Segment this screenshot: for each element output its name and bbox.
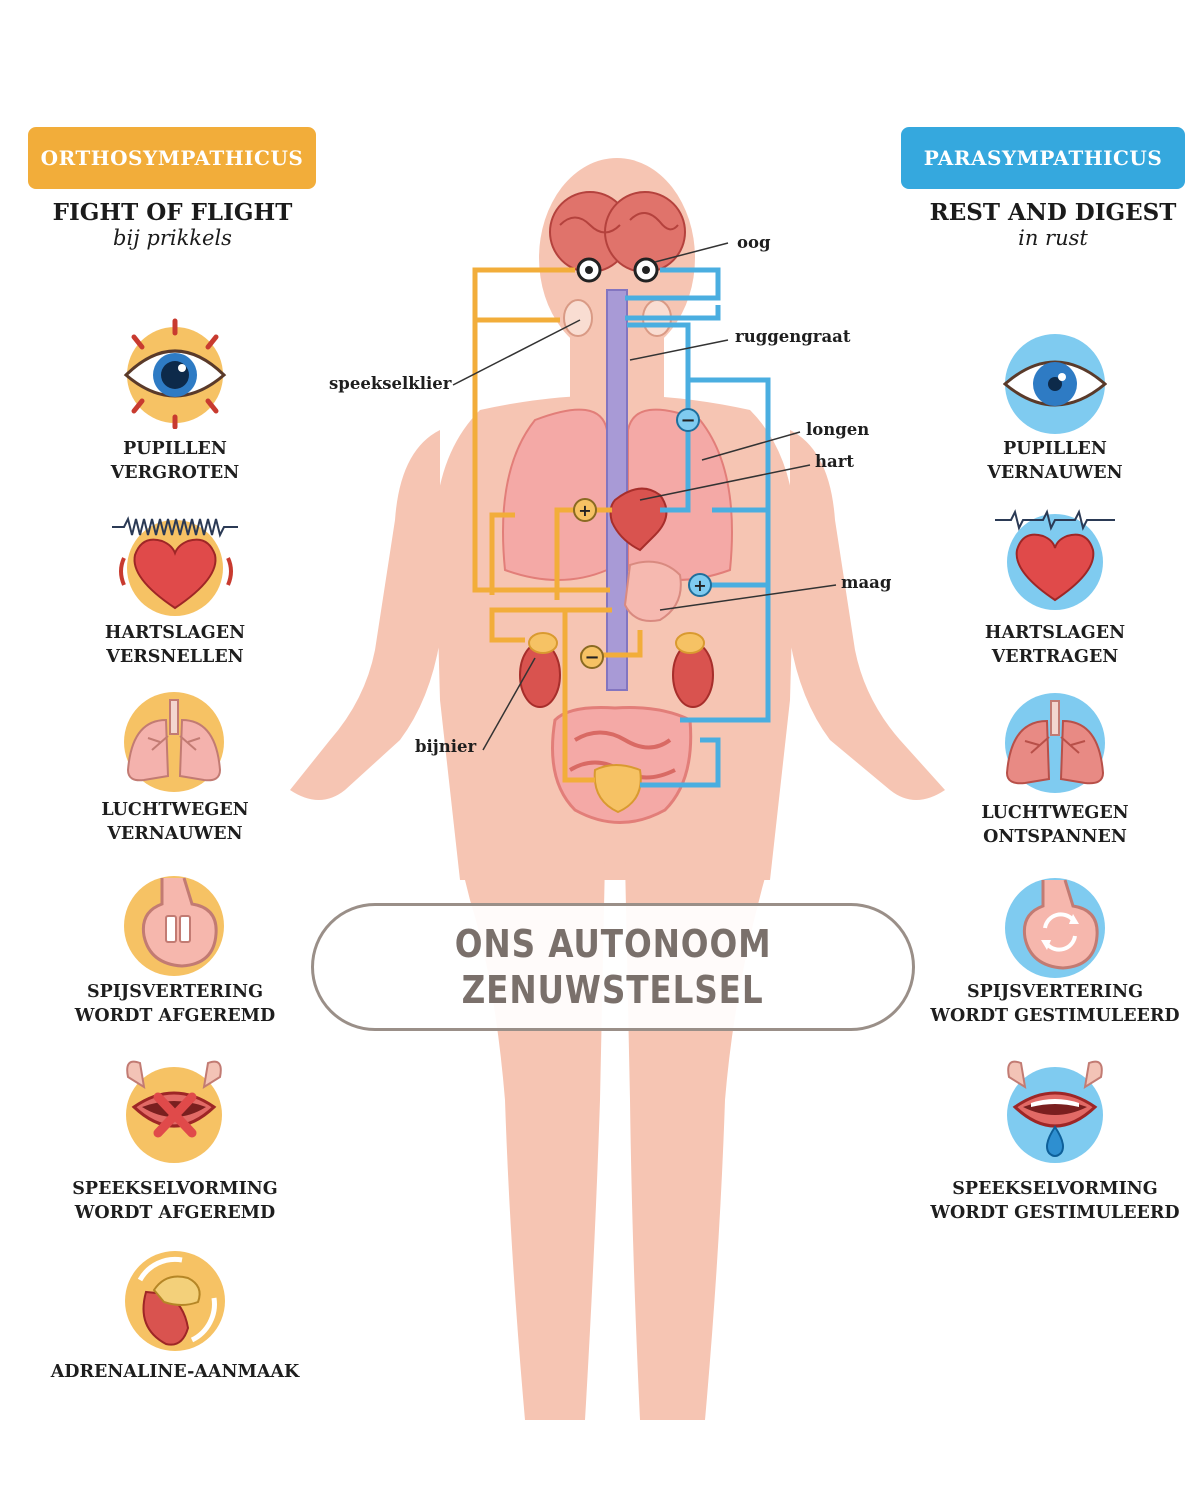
kidneys-and-adrenal-glands xyxy=(519,632,714,708)
title-box: ONS AUTONOOM ZENUWSTELSEL xyxy=(311,903,915,1031)
brain xyxy=(549,191,686,273)
right-heading: REST AND DIGEST xyxy=(929,199,1177,226)
stomach-paused-icon xyxy=(124,876,224,976)
annotation-eye: oog xyxy=(737,233,771,252)
left-item-label-3: LUCHTWEGEN VERNAUWEN xyxy=(101,800,249,844)
svg-text:+: + xyxy=(578,501,591,520)
left-item-label-1: PUPILLEN VERGROTEN xyxy=(110,439,240,483)
svg-text:+: + xyxy=(693,576,706,595)
bladder xyxy=(593,764,642,814)
right-item-label-3: LUCHTWEGEN ONTSPANNEN xyxy=(981,803,1129,847)
sympathetic-pathways xyxy=(472,267,643,783)
heart xyxy=(609,487,668,552)
annotation-salivary-gland: speekselklier xyxy=(329,374,452,393)
right-heading-block: REST AND DIGEST in rust xyxy=(903,199,1200,251)
annotation-spine: ruggengraat xyxy=(735,327,851,346)
right-subheading: in rust xyxy=(1018,226,1088,250)
title-line-2: ZENUWSTELSEL xyxy=(462,968,764,1012)
left-heading: FIGHT OF FLIGHT xyxy=(52,199,293,226)
left-item-label-2: HARTSLAGEN VERSNELLEN xyxy=(104,623,246,667)
annotation-heart: hart xyxy=(815,452,855,471)
right-item-label-5: SPEEKSELVORMING WORDT GESTIMULEERD xyxy=(930,1179,1180,1223)
fast-heartbeat-icon xyxy=(112,516,238,616)
svg-text:−: − xyxy=(584,647,599,668)
mouth-no-saliva-icon xyxy=(126,1060,222,1163)
lungs-icon xyxy=(124,692,224,792)
annotation-adrenal: bijnier xyxy=(415,737,477,756)
stomach xyxy=(623,560,682,622)
left-item-label-6: ADRENALINE-AANMAAK xyxy=(50,1362,300,1382)
dilated-eye-icon xyxy=(123,318,227,429)
lungs-icon xyxy=(1005,693,1105,793)
stomach-active-icon xyxy=(1005,878,1105,978)
left-subheading: bij prikkels xyxy=(113,226,232,250)
right-item-label-1: PUPILLEN VERNAUWEN xyxy=(987,439,1123,483)
left-item-label-4: SPIJSVERTERING WORDT AFGEREMD xyxy=(74,982,276,1026)
left-heading-block: FIGHT OF FLIGHT bij prikkels xyxy=(20,199,325,251)
eyes xyxy=(576,257,659,283)
right-item-label-4: SPIJSVERTERING WORDT GESTIMULEERD xyxy=(930,982,1180,1026)
annotation-leader-lines xyxy=(452,242,837,751)
right-item-label-2: HARTSLAGEN VERTRAGEN xyxy=(984,623,1126,667)
annotation-lungs: longen xyxy=(806,420,870,439)
constricted-eye-icon xyxy=(1003,334,1107,434)
orthosympathicus-badge: ORTHOSYMPATHICUS xyxy=(28,127,316,189)
mouth-saliva-icon xyxy=(1007,1060,1103,1163)
left-item-label-5: SPEEKSELVORMING WORDT AFGEREMD xyxy=(72,1179,278,1223)
adrenal-gland-icon xyxy=(125,1251,225,1351)
title-line-1: ONS AUTONOOM xyxy=(454,922,772,966)
svg-text:−: − xyxy=(680,410,695,431)
spine xyxy=(606,289,628,691)
salivary-gland xyxy=(563,299,593,337)
slow-heartbeat-icon xyxy=(995,509,1115,610)
parasympathicus-badge: PARASYMPATHICUS xyxy=(901,127,1185,189)
annotation-stomach: maag xyxy=(841,573,892,592)
